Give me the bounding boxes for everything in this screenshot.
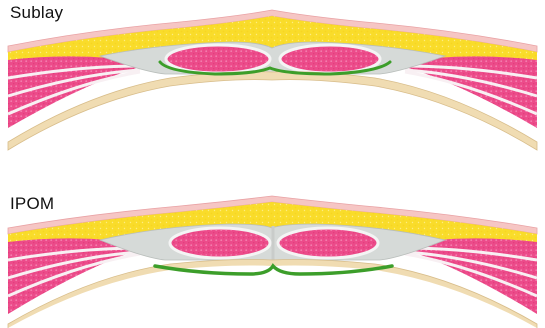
ipom-diagram bbox=[0, 164, 545, 328]
sublay-diagram bbox=[0, 0, 545, 164]
